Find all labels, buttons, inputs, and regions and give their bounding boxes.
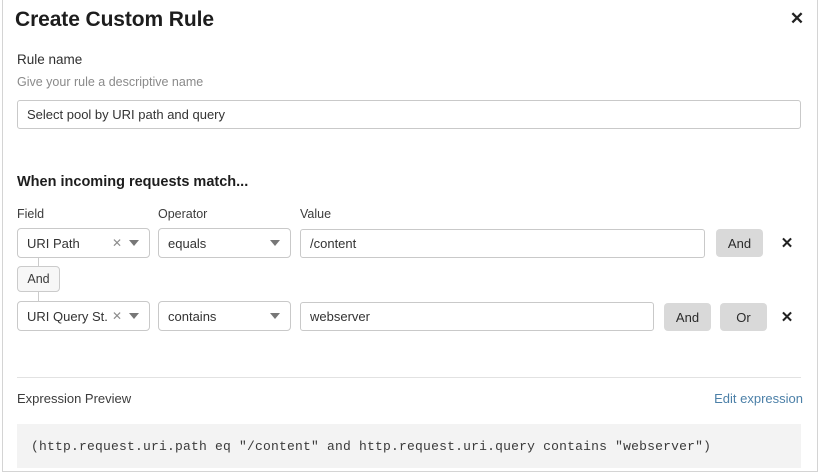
- condition-field-select-1[interactable]: URI Path ✕: [17, 228, 150, 258]
- condition-field-value-2: URI Query St...: [27, 308, 107, 324]
- conditions-heading: When incoming requests match...: [17, 174, 249, 190]
- edit-expression-link[interactable]: Edit expression: [714, 391, 803, 406]
- condition-and-button-2[interactable]: And: [664, 303, 711, 331]
- close-icon[interactable]: ✕: [789, 8, 805, 28]
- chevron-down-icon[interactable]: [129, 313, 139, 319]
- section-divider: [17, 377, 801, 378]
- condition-and-button-1[interactable]: And: [716, 229, 763, 257]
- condition-remove-icon-1[interactable]: ✕: [780, 234, 794, 252]
- rule-name-label: Rule name: [17, 52, 83, 67]
- connector-line-top: [38, 258, 39, 268]
- rule-name-helper-text: Give your rule a descriptive name: [17, 75, 204, 89]
- condition-operator-value-1: equals: [168, 235, 207, 251]
- column-header-field: Field: [17, 207, 45, 221]
- condition-or-button-2[interactable]: Or: [720, 303, 767, 331]
- condition-operator-value-2: contains: [168, 308, 217, 324]
- column-header-operator: Operator: [158, 207, 208, 221]
- rule-name-input[interactable]: [17, 100, 801, 129]
- condition-field-select-2[interactable]: URI Query St... ✕: [17, 301, 150, 331]
- condition-field-value-1: URI Path: [27, 235, 80, 251]
- condition-value-input-1[interactable]: [300, 229, 705, 258]
- condition-connector-and[interactable]: And: [17, 266, 60, 292]
- chevron-down-icon[interactable]: [270, 313, 280, 319]
- connector-line-bottom: [38, 292, 39, 302]
- close-small-icon[interactable]: ✕: [111, 309, 122, 323]
- close-small-icon[interactable]: ✕: [111, 236, 122, 250]
- condition-value-input-2[interactable]: [300, 302, 654, 331]
- column-header-value: Value: [300, 207, 332, 221]
- condition-operator-select-2[interactable]: contains: [158, 301, 291, 331]
- condition-remove-icon-2[interactable]: ✕: [780, 308, 794, 326]
- chevron-down-icon[interactable]: [270, 240, 280, 246]
- expression-preview-label: Expression Preview: [17, 391, 132, 406]
- expression-preview-code: (http.request.uri.path eq "/content" and…: [31, 438, 712, 454]
- page-title: Create Custom Rule: [15, 8, 214, 31]
- chevron-down-icon[interactable]: [129, 240, 139, 246]
- condition-operator-select-1[interactable]: equals: [158, 228, 291, 258]
- expression-preview-box: (http.request.uri.path eq "/content" and…: [17, 424, 801, 468]
